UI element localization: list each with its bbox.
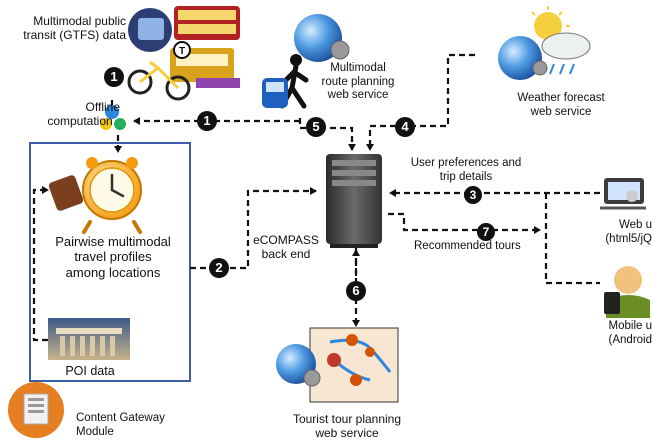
web-ui-label-line2: (html5/jQ	[605, 232, 652, 245]
svg-text:T: T	[179, 46, 185, 57]
backend-label-line1: eCOMPASS	[253, 233, 319, 247]
route-label-line2: route planning	[321, 75, 395, 88]
offline-frame	[29, 142, 191, 382]
route-service-label: Multimodal route planning web service	[316, 62, 400, 103]
step-badge-3: 3	[464, 186, 482, 204]
step-badge-4: 4	[395, 117, 415, 137]
gateway-label-line2: Module	[76, 425, 114, 438]
tourist-label-line2: web service	[315, 426, 379, 441]
web-ui-label: Web u (html5/jQ	[586, 219, 652, 246]
gtfs-label-line2: transit (GTFS) data	[23, 28, 126, 43]
profiles-label-line2: travel profiles	[74, 249, 152, 265]
step-badge-1: 1	[197, 111, 217, 131]
backend-label: eCOMPASS back end	[246, 233, 326, 261]
server-icon	[326, 154, 382, 248]
tourist-label-line1: Tourist tour planning	[292, 412, 402, 426]
mobile-ui-label: Mobile u (Android	[586, 320, 652, 347]
prefs-label: User preferences and trip details	[404, 157, 528, 184]
step-badge-2: 2	[209, 258, 229, 278]
mobile-ui-label-line2: (Android	[608, 333, 652, 346]
gateway-label: Content Gateway Module	[76, 412, 165, 439]
weather-label-line1: Weather forecast	[517, 92, 605, 104]
route-label-line1: Multimodal	[330, 62, 386, 74]
gateway-label-line1: Content Gateway	[76, 412, 165, 424]
profiles-label-line3: among locations	[65, 264, 161, 280]
gtfs-label: Multimodal public transit (GTFS) data	[0, 14, 126, 42]
route-service-icon	[262, 14, 350, 109]
weather-icon	[498, 6, 591, 80]
step-badge-6: 6	[346, 281, 366, 301]
prefs-label-line2: trip details	[439, 170, 493, 183]
profiles-label: Pairwise multimodal travel profiles amon…	[40, 234, 186, 280]
gtfs-label-line1: Multimodal public	[33, 14, 126, 28]
poi-label: POI data	[65, 364, 115, 378]
web-user-icon	[600, 178, 646, 210]
offline-label-line2: computation	[47, 114, 113, 129]
prefs-label-line1: User preferences and	[410, 157, 522, 169]
gateway-icon	[8, 382, 64, 438]
step-badge-1-gtfs: 1	[104, 67, 124, 87]
offline-label: Offline computation	[40, 100, 120, 128]
weather-service-label: Weather forecast web service	[506, 92, 616, 119]
step-badge-5: 5	[306, 117, 326, 137]
gear-icon-cluster	[100, 105, 126, 130]
weather-label-line2: web service	[530, 105, 592, 118]
backend-label-line2: back end	[261, 247, 311, 262]
tourist-service-icon	[276, 327, 399, 403]
poi-photo	[48, 318, 130, 360]
mobile-ui-label-line1: Mobile u	[608, 320, 652, 332]
recommended-label: Recommended tours	[414, 240, 521, 252]
clock-icon	[48, 157, 142, 234]
route-label-line3: web service	[327, 89, 389, 102]
web-ui-label-line1: Web u	[618, 219, 652, 231]
mobile-user-icon	[604, 266, 650, 318]
tourist-service-label: Tourist tour planning web service	[278, 412, 416, 440]
profiles-label-line1: Pairwise multimodal	[55, 234, 171, 249]
offline-label-line1: Offline	[85, 100, 120, 114]
connectors	[32, 53, 600, 342]
step-badge-7: 7	[477, 223, 495, 241]
transit-illustration: T	[127, 6, 240, 101]
